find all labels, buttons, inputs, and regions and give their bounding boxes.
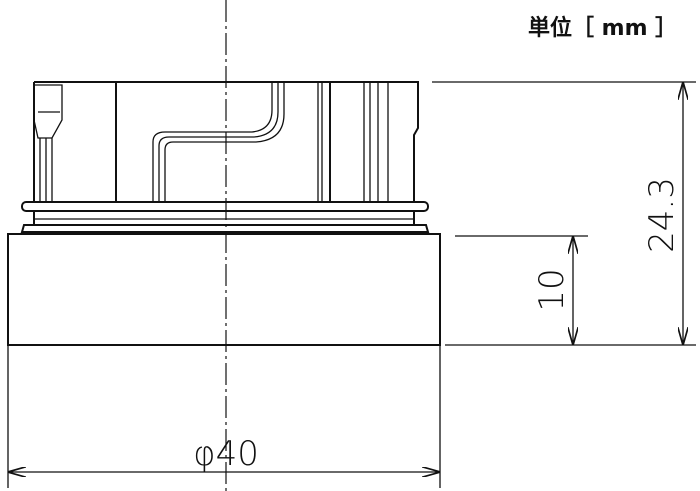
diameter-label: φ40 — [193, 434, 259, 474]
cap-upper-body — [33, 81, 419, 202]
dimension-diameter: φ40 — [7, 345, 441, 488]
cap-flange — [20, 201, 430, 233]
cap-base-cylinder — [7, 233, 441, 346]
unit-label: 単位［ mm ］ — [528, 16, 678, 41]
total-height-label: 24.3 — [642, 177, 682, 253]
dimension-base-height: 10 — [455, 235, 588, 344]
base-height-label: 10 — [532, 268, 572, 311]
